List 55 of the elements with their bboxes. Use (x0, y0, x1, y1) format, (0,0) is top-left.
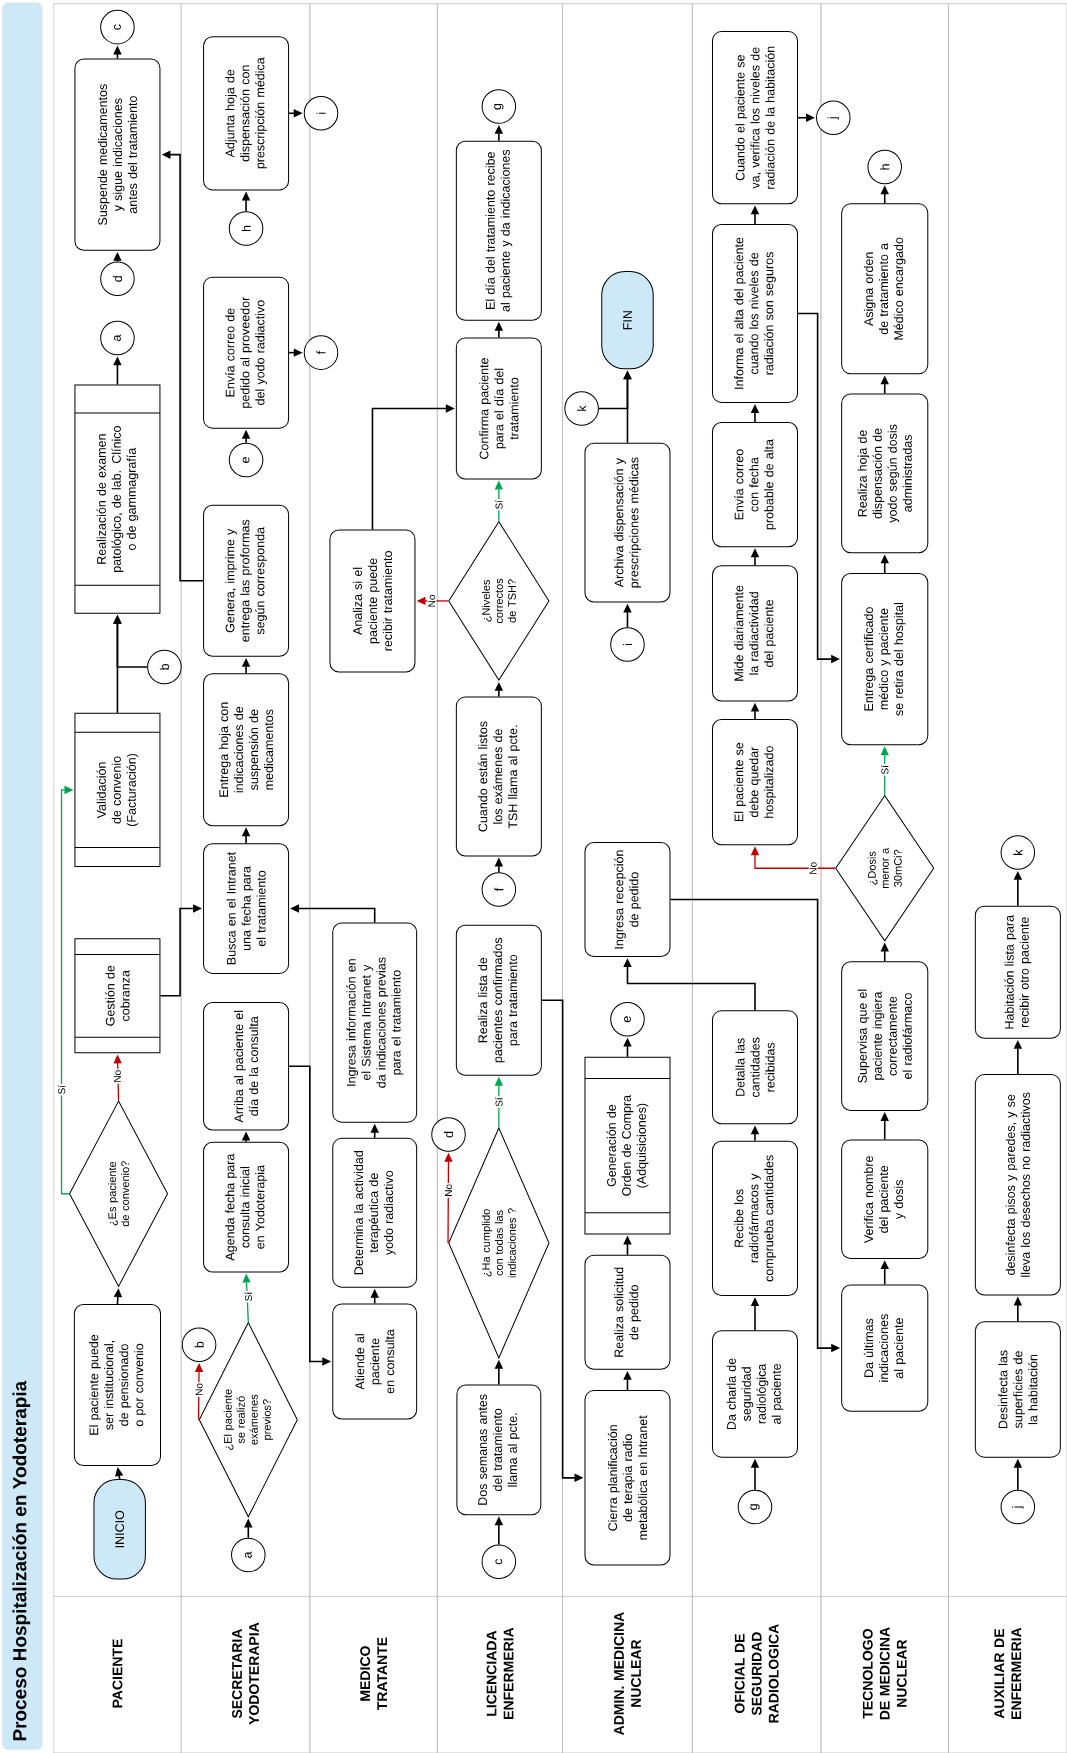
process-box: desinfecta pisos y paredes, y se lleva los desechos no radiactivos (974, 1074, 1061, 1296)
process-box: Suspende medicamentos y sigue indicaciones antes del tratamiento (74, 58, 161, 251)
process-box: Adjunta hoja de dispensación con prescripción médica (203, 36, 290, 191)
terminal-box: INICIO (93, 1479, 146, 1580)
edge-label: No (427, 593, 437, 609)
process-box: Mide diariamente la radiactividad del paciente (712, 565, 798, 702)
edge-label: Sí (880, 764, 890, 776)
process-box: Analiza si el paciente puede recibir tratamiento (329, 529, 416, 673)
edge-label: No (112, 1068, 122, 1084)
process-box: Ingresa recepción de pedido (584, 842, 671, 958)
process-box: Entrega certificado médico y paciente se retira del hospital (841, 573, 929, 746)
subprocess-box: Validación de convenio (Facturación) (74, 712, 161, 868)
process-box: Genera, imprime y entrega las proformas según corresponda (203, 504, 290, 657)
process-box: Realiza solicitud de pedido (584, 1254, 671, 1370)
subprocess-box: Gestión de cobranza (74, 938, 161, 1054)
process-box: El paciente se debe quedar hospitalizado (712, 719, 798, 846)
process-box: Informa el alta del paciente cuando los niveles de radiación son seguros (712, 224, 798, 403)
process-box: Cuando están listos los exámenes de TSH llama al pcte. (455, 696, 542, 857)
process-box: Determina la actividad terapéutica de yodo radiactivo (332, 1137, 418, 1288)
process-box: El día del tratamiento recibe al paciente y da indicaciones (455, 140, 542, 321)
process-box: Dos semanas antes del tratamiento llama al pcte. (456, 1384, 542, 1516)
process-box: Archiva dispensación y prescripciones médicas (584, 442, 671, 603)
process-box: Busca en el Intranet una fecha para el tratamiento (203, 843, 290, 974)
process-box: Habitación lista para recibir otro paciente (974, 905, 1061, 1039)
process-box: Envía correo con fecha probable de alta (712, 422, 798, 548)
process-box: Recibe los radiofármacos y comprueba cantidades (712, 1140, 798, 1296)
edge-label: No (444, 1183, 453, 1198)
process-box: Confirma paciente para el día del tratamiento (455, 337, 542, 480)
process-box: Da charla de seguridad radiológica al paciente (712, 1330, 798, 1458)
process-box: Atiende al paciente en consulta (332, 1303, 418, 1420)
process-box: Realiza hoja de dispensación de yodo según dosis administradas (841, 393, 929, 554)
process-box: Supervisa que el paciente ingiera correctamente el radiofármaco (841, 961, 929, 1111)
process-box: Cierra planificación de terapia radio metabólica en Intranet (584, 1390, 671, 1566)
process-box: Verifica nombre del paciente y dosis (841, 1139, 929, 1260)
subprocess-box: Generación de Orden de Compra (Adquisiciones) (584, 1056, 671, 1235)
process-box: Cuando el paciente se va, verifica los niveles de radiación de la habitación (712, 31, 798, 205)
process-box: Da últimas indicaciones al paciente (841, 1284, 929, 1412)
process-box: Arriba al paciente el día de la consulta (203, 1001, 290, 1131)
process-box: Envía correo de pedido al proveedor del yodo radiactivo (203, 276, 290, 429)
edge-label: No (808, 860, 818, 876)
process-box: Agenda fecha para consulta inicial en Yodoterapia (203, 1141, 290, 1273)
subprocess-box: Realización de examen patológico, de lab. Clínico o de gammagrafía (74, 384, 161, 614)
edge-label: Sí (494, 1096, 504, 1108)
title: Proceso Hospitalización en Yodoterapia (12, 1380, 31, 1741)
process-box: Desinfecta las superficies de la habitación (974, 1321, 1061, 1458)
edge-label: Sí (494, 499, 504, 511)
process-box: Entrega hoja con indicaciones de suspensión de medicamentos (203, 673, 290, 827)
process-box: Asigna orden de tratamiento a Médico encargado (841, 203, 929, 375)
edge-label: No (194, 1382, 204, 1397)
edge-label: Sí (56, 1084, 67, 1096)
edge-label: Sí (243, 1290, 254, 1303)
process-box: Ingresa información en el Sistema Intranet y da indicaciones previas para el tratamiento (332, 922, 418, 1123)
process-box: El paciente puede ser institucional, de pensionado o por convenio (73, 1303, 161, 1467)
process-box: Detalla las cantidades recibidas (712, 1010, 798, 1125)
terminal-box: FIN (601, 271, 654, 370)
